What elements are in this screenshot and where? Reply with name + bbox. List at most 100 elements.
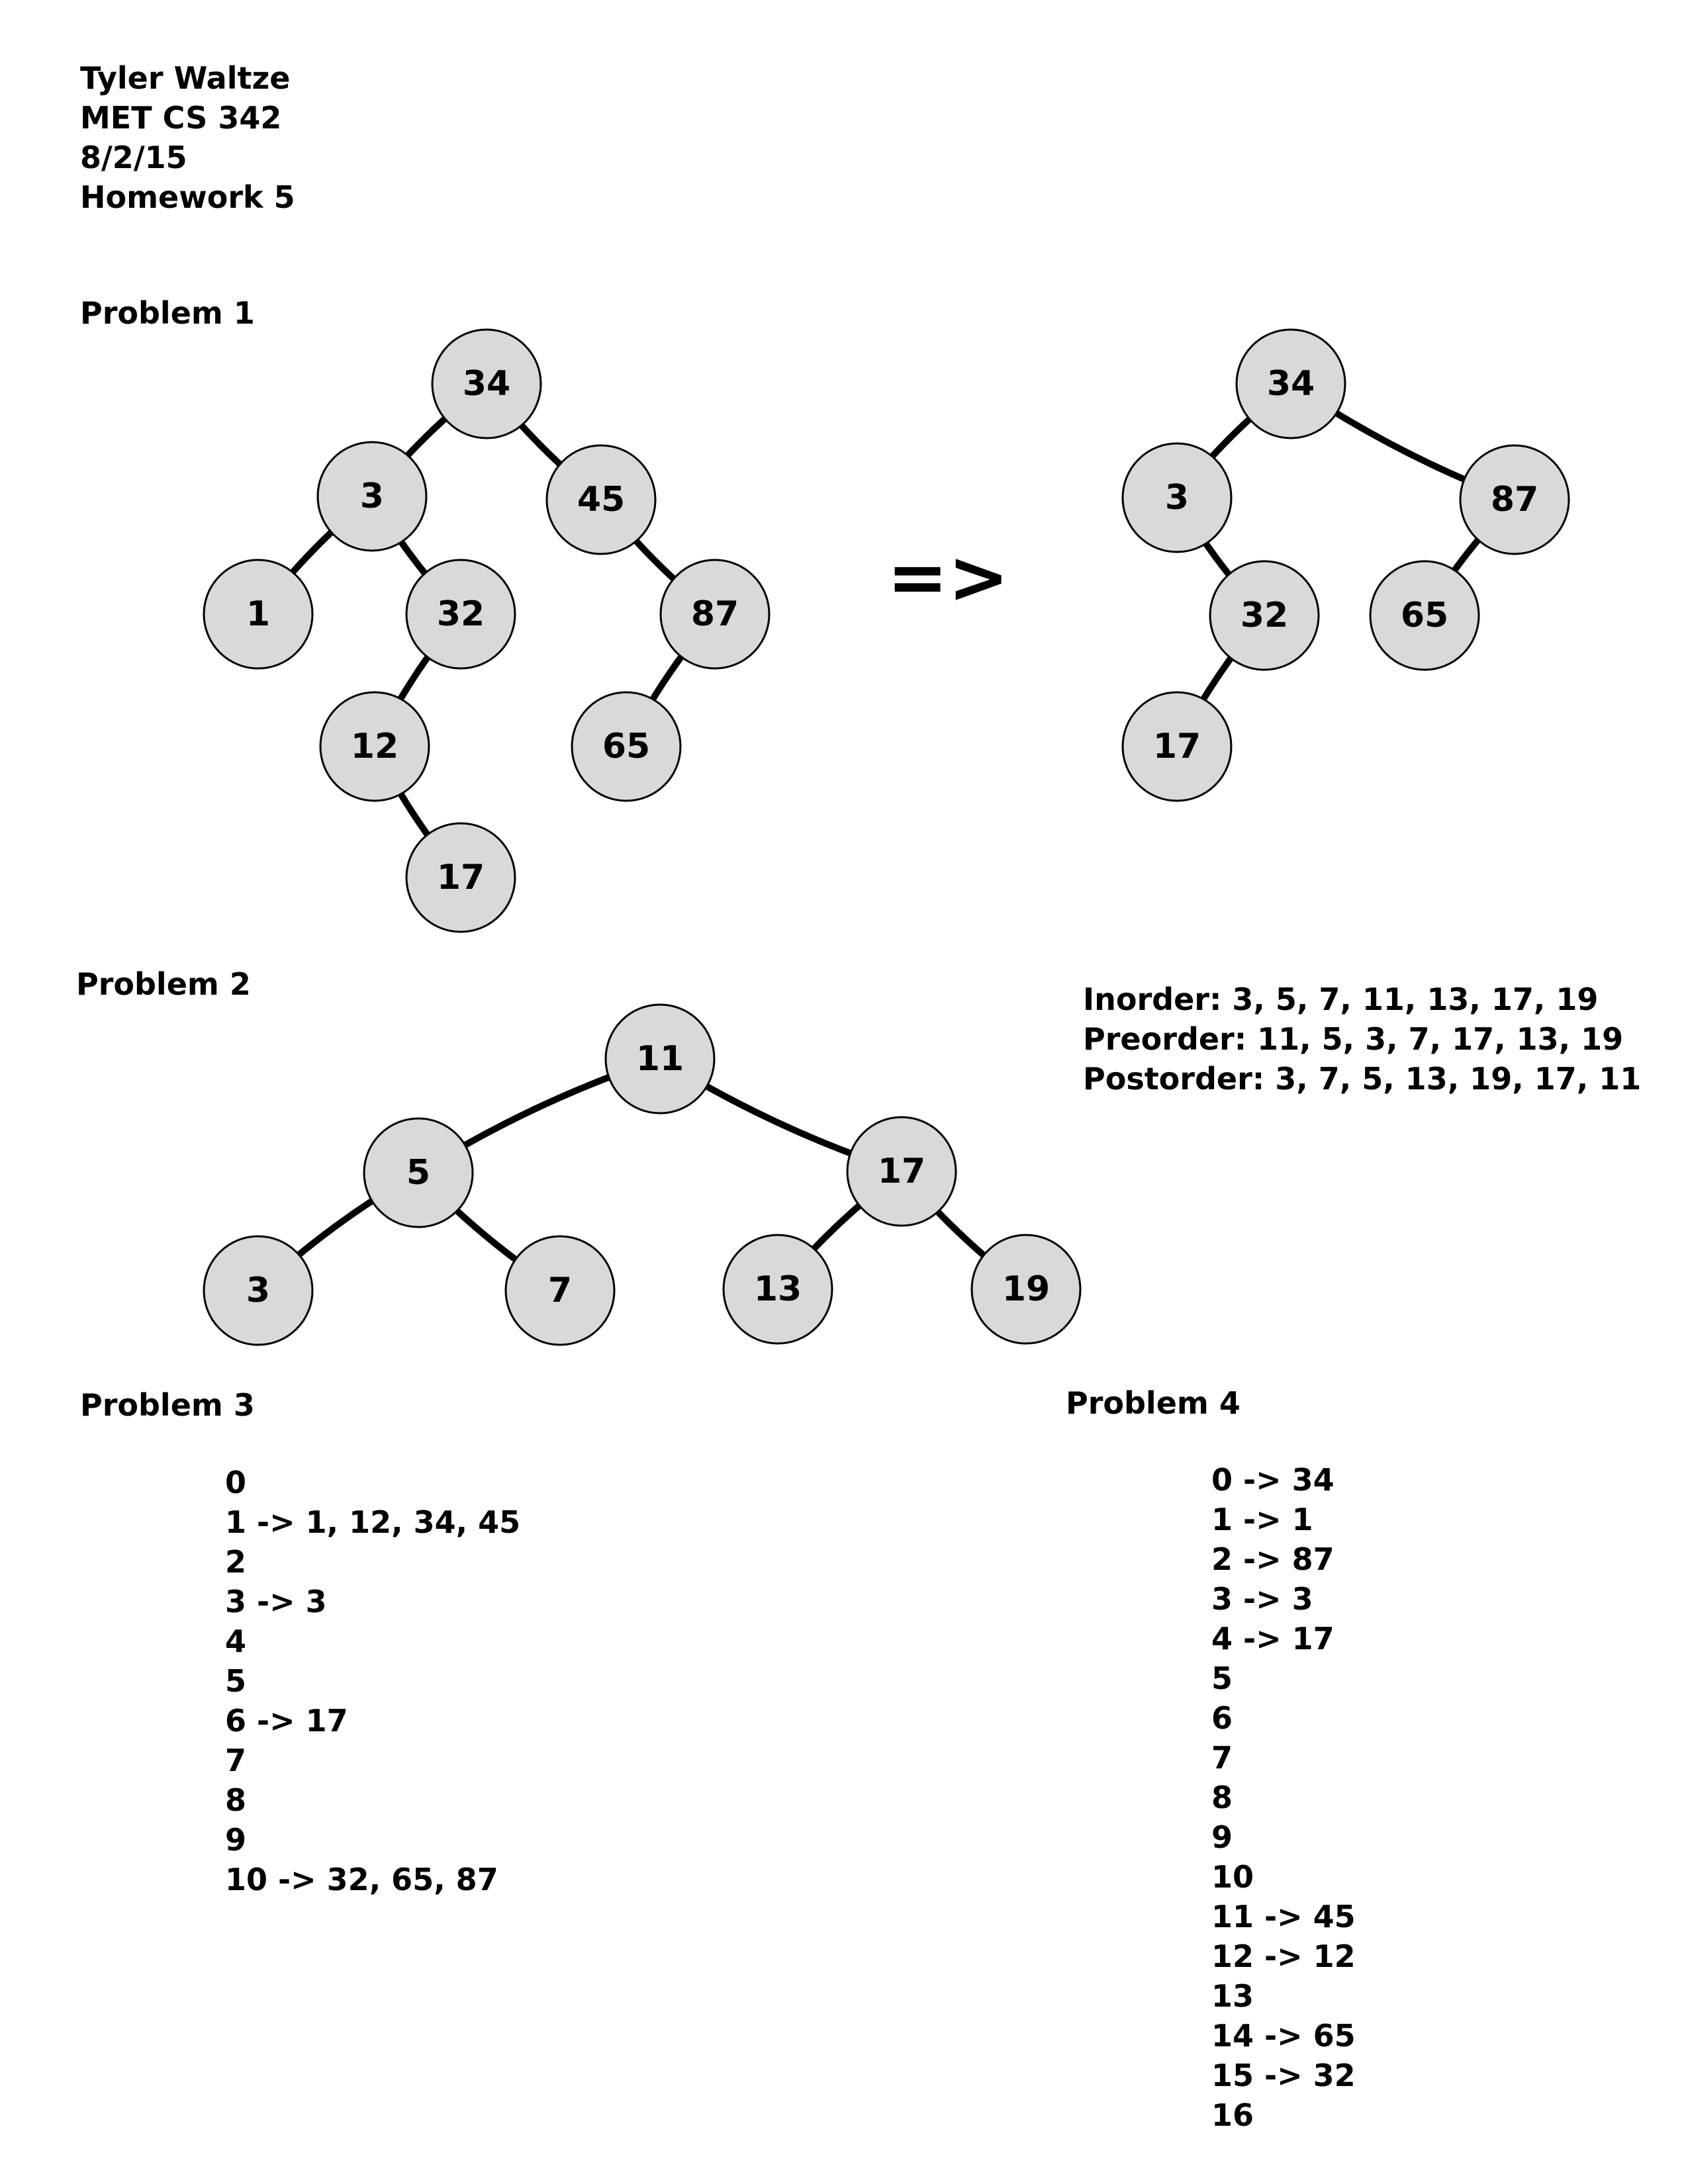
p1-before-node-label: 87 (691, 594, 739, 634)
p1-before-node-65: 65 (571, 691, 682, 802)
p1-before-node-87: 87 (659, 559, 771, 670)
problem-3-table-row: 2 (225, 1544, 247, 1580)
problem-4-table-row: 16 (1211, 2097, 1254, 2133)
inorder-traversal: Inorder: 3, 5, 7, 11, 13, 17, 19 (1083, 981, 1599, 1017)
problem-3-table-row: 7 (225, 1743, 247, 1778)
p1-before-node-circle (319, 691, 430, 802)
problem-4-table-row: 14 -> 65 (1211, 2018, 1356, 2054)
p1-after-node-circle (1235, 328, 1346, 439)
p2-node-5: 5 (363, 1117, 474, 1228)
p1-before-node-label: 34 (463, 364, 510, 404)
p1-after-node-circle (1369, 560, 1480, 671)
p1-after-node-87: 87 (1459, 444, 1570, 555)
problem-4-table-row: 5 (1211, 1661, 1233, 1696)
p2-node-7: 7 (504, 1235, 616, 1346)
p1-before-node-label: 65 (602, 727, 650, 766)
p1-before-node-label: 17 (437, 858, 485, 897)
assignment-title: Homework 5 (80, 179, 295, 215)
p1-before-node-label: 12 (351, 727, 399, 766)
date: 8/2/15 (80, 140, 187, 175)
header: Tyler Waltze MET CS 342 8/2/15 Homework … (80, 58, 295, 217)
student-name: Tyler Waltze (80, 60, 291, 96)
p1-before-node-45: 45 (545, 444, 657, 555)
p1-before-node-circle (571, 691, 682, 802)
p1-after-node-label: 32 (1241, 596, 1288, 635)
problem-1-label: Problem 1 (80, 295, 255, 331)
problem-3-table-row: 9 (225, 1822, 247, 1858)
p2-node-circle (722, 1234, 833, 1345)
p1-before-node-circle (431, 328, 542, 439)
problem-4-table-row: 15 -> 32 (1211, 2058, 1356, 2093)
problem-4-table-row: 6 (1211, 1700, 1233, 1736)
p2-node-circle (604, 1003, 716, 1115)
p2-node-13: 13 (722, 1234, 833, 1345)
course-code: MET CS 342 (80, 100, 282, 136)
problem-3-table-row: 8 (225, 1782, 247, 1818)
problem-2-label: Problem 2 (76, 966, 251, 1002)
problem-4-table-row: 1 -> 1 (1211, 1502, 1313, 1537)
problem-3-table-row: 3 -> 3 (225, 1584, 327, 1619)
p2-node-label: 17 (878, 1152, 925, 1191)
p2-node-11: 11 (604, 1003, 716, 1115)
problem-4-table-row: 11 -> 45 (1211, 1899, 1356, 1934)
problem-4-table-row: 7 (1211, 1740, 1233, 1776)
problem-4-table-row: 13 (1211, 1978, 1254, 2014)
p1-before-node-32: 32 (405, 559, 516, 670)
p2-node-17: 17 (846, 1116, 957, 1227)
p2-node-circle (846, 1116, 957, 1227)
p1-before-node-34: 34 (431, 328, 542, 439)
postorder-traversal: Postorder: 3, 7, 5, 13, 19, 17, 11 (1083, 1061, 1642, 1097)
p1-before-node-circle (203, 559, 314, 670)
p1-before-node-12: 12 (319, 691, 430, 802)
p2-node-label: 3 (246, 1271, 270, 1310)
problem-4-table-row: 8 (1211, 1780, 1233, 1815)
problem-4-table-row: 3 -> 3 (1211, 1581, 1313, 1617)
p1-before-node-label: 3 (360, 477, 384, 516)
problem-4-hash-table: 0 -> 34 1 -> 1 2 -> 87 3 -> 3 4 -> 17 5 6 7 8 9 10… (1211, 1460, 1356, 2135)
problem-4-table-row: 0 -> 34 (1211, 1462, 1335, 1498)
p1-after-node-32: 32 (1209, 560, 1320, 671)
p1-after-node-34: 34 (1235, 328, 1346, 439)
p1-after-node-label: 65 (1401, 596, 1448, 635)
p2-node-3: 3 (203, 1235, 314, 1346)
p1-before-node-circle (405, 822, 516, 933)
p1-before-node-label: 32 (437, 594, 485, 634)
p1-before-node-3: 3 (316, 441, 428, 552)
problem-3-table-row: 1 -> 1, 12, 34, 45 (225, 1504, 521, 1540)
problem-3-table-row: 10 -> 32, 65, 87 (225, 1862, 498, 1897)
p2-node-19: 19 (970, 1234, 1082, 1345)
p1-after-node-3: 3 (1121, 442, 1233, 553)
p1-before-node-1: 1 (203, 559, 314, 670)
p1-before-node-circle (316, 441, 428, 552)
traversal-list: Inorder: 3, 5, 7, 11, 13, 17, 19 Preorde… (1083, 979, 1641, 1099)
problem-3-label: Problem 3 (80, 1387, 255, 1423)
preorder-traversal: Preorder: 11, 5, 3, 7, 17, 13, 19 (1083, 1021, 1624, 1057)
p2-node-label: 7 (548, 1271, 572, 1310)
p1-after-node-circle (1121, 691, 1233, 802)
p1-before-node-17: 17 (405, 822, 516, 933)
transform-arrow: => (887, 535, 1009, 619)
problem-4-table-row: 10 (1211, 1859, 1254, 1895)
p2-node-label: 13 (754, 1269, 802, 1309)
p1-after-node-circle (1459, 444, 1570, 555)
problem-4-table-row: 4 -> 17 (1211, 1621, 1335, 1657)
p1-after-node-label: 17 (1153, 727, 1201, 766)
p1-after-node-circle (1209, 560, 1320, 671)
problem-4-table-row: 12 -> 12 (1211, 1938, 1356, 1974)
p2-node-circle (504, 1235, 616, 1346)
problem-4-table-row: 2 -> 87 (1211, 1541, 1335, 1577)
problem-4-table-row: 9 (1211, 1819, 1233, 1855)
p1-before-node-label: 1 (246, 594, 270, 634)
p1-after-node-label: 3 (1165, 478, 1189, 518)
problem-4-label: Problem 4 (1066, 1385, 1241, 1421)
p2-node-label: 5 (406, 1153, 430, 1193)
p1-after-node-label: 34 (1267, 364, 1315, 404)
p2-node-circle (203, 1235, 314, 1346)
problem-3-table-row: 4 (225, 1623, 247, 1659)
p1-after-node-65: 65 (1369, 560, 1480, 671)
p1-before-node-circle (405, 559, 516, 670)
